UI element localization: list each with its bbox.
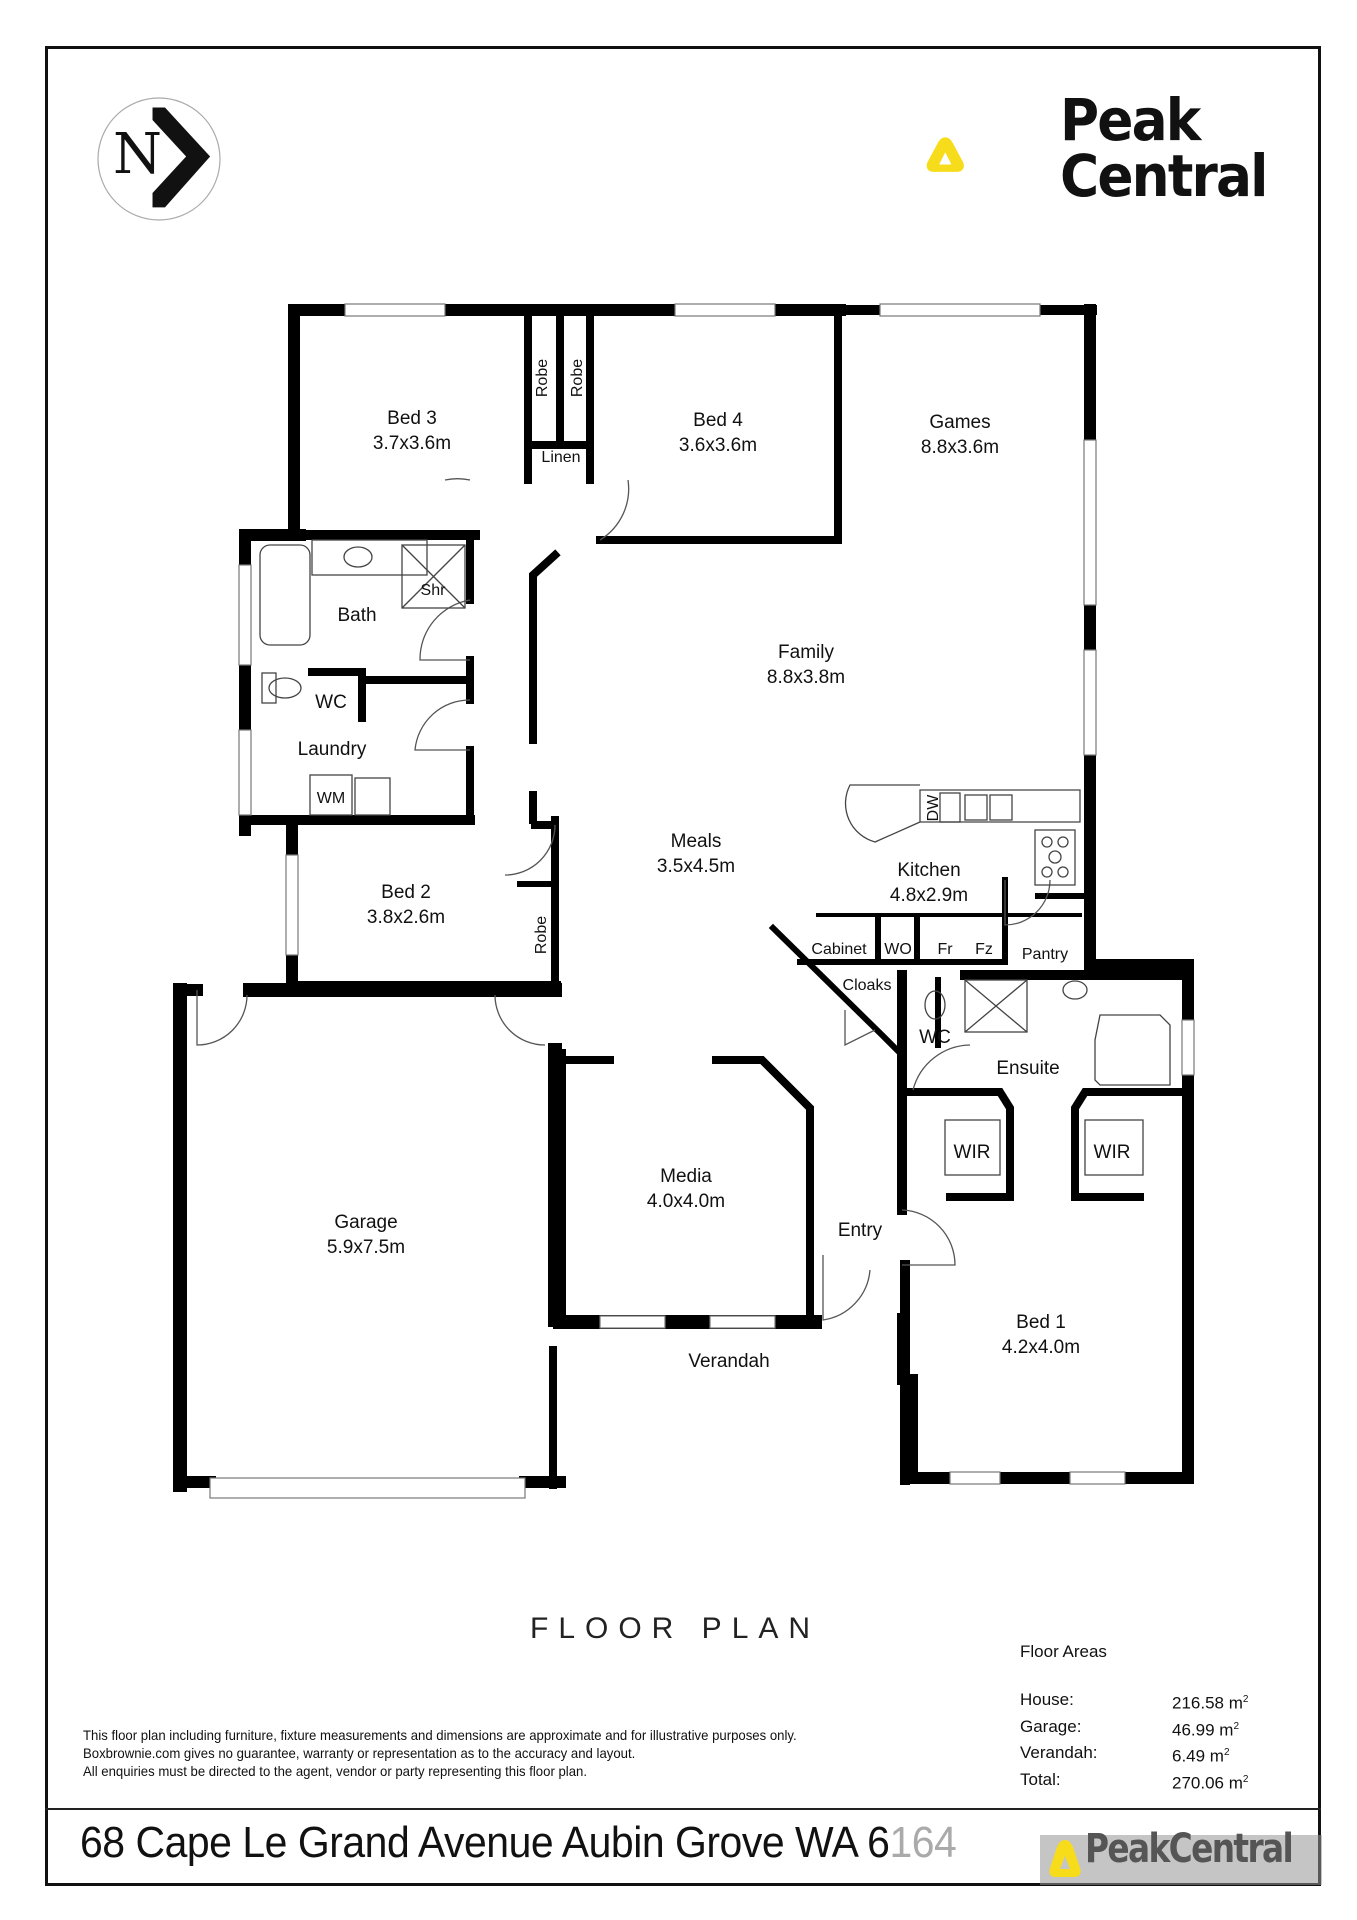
address-bar xyxy=(45,1808,1321,1886)
peak-central-logo-icon xyxy=(926,137,964,172)
room-wall-oven: WO xyxy=(884,941,912,958)
room-wc: WC xyxy=(315,692,347,713)
washing-machine-label: WM xyxy=(316,790,346,807)
room-size: 4.2x4.0m xyxy=(1001,1337,1081,1358)
room-size: 3.7x3.6m xyxy=(372,433,452,454)
fridge-label: Fr xyxy=(937,941,953,958)
disclaimer: This floor plan including furniture, fix… xyxy=(83,1726,797,1780)
room-meals: Meals 3.5x4.5m xyxy=(657,829,735,879)
area-label: House: xyxy=(1020,1690,1074,1709)
room-games: Games 8.8x3.6m xyxy=(921,410,999,460)
area-row-garage: Garage: 46.99 m2 xyxy=(1020,1715,1248,1742)
dishwasher-label: DW xyxy=(925,794,942,822)
area-value: 46.99 m2 xyxy=(1172,1720,1239,1740)
room-name: Family xyxy=(778,642,834,663)
room-name: Bed 2 xyxy=(381,882,431,903)
room-name: Meals xyxy=(670,831,722,852)
room-size: 3.5x4.5m xyxy=(656,856,736,877)
room-garage: Garage 5.9x7.5m xyxy=(327,1210,405,1260)
room-name: Garage xyxy=(334,1212,398,1233)
area-row-verandah: Verandah: 6.49 m2 xyxy=(1020,1741,1248,1768)
room-pantry: Pantry xyxy=(1021,946,1069,963)
room-bath: Bath xyxy=(337,605,377,626)
room-name: Bed 1 xyxy=(1016,1312,1066,1333)
room-size: 8.8x3.6m xyxy=(920,437,1000,458)
page-frame xyxy=(45,46,1321,1886)
area-value: 270.06 m2 xyxy=(1172,1773,1249,1793)
property-address: 68 Cape Le Grand Avenue Aubin Grove WA 6… xyxy=(80,1818,957,1868)
brand-line-1: Peak xyxy=(1060,86,1201,154)
brand-name: Peak Central xyxy=(1060,86,1268,210)
room-wir-right: WIR xyxy=(1093,1142,1131,1163)
room-bed2: Bed 2 3.8x2.6m xyxy=(367,880,445,930)
room-bed4: Bed 4 3.6x3.6m xyxy=(679,408,757,458)
disclaimer-line: Boxbrownie.com gives no guarantee, warra… xyxy=(83,1745,636,1761)
area-label: Total: xyxy=(1020,1769,1061,1789)
watermark-band xyxy=(1040,1835,1322,1885)
address-text: 68 Cape Le Grand Avenue Aubin Grove WA 6 xyxy=(80,1818,890,1867)
freezer-label: Fz xyxy=(975,941,993,958)
compass-letter: N xyxy=(113,122,162,187)
floor-areas-heading: Floor Areas xyxy=(1020,1642,1107,1661)
room-bed1: Bed 1 4.2x4.0m xyxy=(1002,1310,1080,1360)
room-size: 4.0x4.0m xyxy=(646,1191,726,1212)
address-text-faded: 164 xyxy=(889,1818,957,1867)
area-label: Verandah: xyxy=(1020,1743,1098,1763)
room-robe-bed3: Robe xyxy=(534,358,551,398)
room-size: 3.6x3.6m xyxy=(678,435,758,456)
watermark-logo-icon xyxy=(1049,1840,1081,1877)
room-linen: Linen xyxy=(541,449,581,466)
north-compass-icon xyxy=(97,97,221,221)
room-name: Bed 3 xyxy=(387,408,437,429)
floor-plan-title: FLOOR PLAN xyxy=(530,1612,821,1645)
room-verandah: Verandah xyxy=(688,1351,770,1372)
room-media: Media 4.0x4.0m xyxy=(647,1164,725,1214)
area-value: 6.49 m2 xyxy=(1172,1746,1230,1766)
room-kitchen: Kitchen 4.8x2.9m xyxy=(890,858,968,908)
room-entry: Entry xyxy=(837,1220,883,1241)
area-row-house: House: 216.58 m2 xyxy=(1020,1688,1248,1715)
room-name: Media xyxy=(660,1166,712,1187)
room-ensuite-wc: WC xyxy=(919,1027,951,1048)
brand-line-2: Central xyxy=(1060,142,1268,210)
disclaimer-line: All enquiries must be directed to the ag… xyxy=(83,1763,588,1779)
floor-areas-table: Floor Areas House: 216.58 m2 Garage: 46.… xyxy=(1020,1642,1248,1795)
area-value: 216.58 m2 xyxy=(1172,1693,1249,1713)
room-size: 4.8x2.9m xyxy=(889,885,969,906)
room-laundry: Laundry xyxy=(297,739,367,760)
room-name: Kitchen xyxy=(897,860,961,881)
room-name: Bed 4 xyxy=(693,410,743,431)
room-cloaks: Cloaks xyxy=(842,977,892,994)
room-robe-bed4: Robe xyxy=(569,358,586,398)
room-size: 5.9x7.5m xyxy=(326,1237,406,1258)
room-shower: Shr xyxy=(420,582,446,599)
area-row-total: Total: 270.06 m2 xyxy=(1020,1768,1248,1795)
room-bed3: Bed 3 3.7x3.6m xyxy=(373,406,451,456)
room-name: Games xyxy=(929,412,991,433)
room-robe-bed2: Robe xyxy=(533,915,550,955)
room-size: 8.8x3.8m xyxy=(766,667,846,688)
room-size: 3.8x2.6m xyxy=(366,907,446,928)
disclaimer-line: This floor plan including furniture, fix… xyxy=(83,1727,797,1743)
room-ensuite: Ensuite xyxy=(996,1058,1060,1079)
room-family: Family 8.8x3.8m xyxy=(767,640,845,690)
area-label: Garage: xyxy=(1020,1716,1082,1736)
room-cabinet: Cabinet xyxy=(811,941,867,958)
room-wir-left: WIR xyxy=(953,1142,991,1163)
watermark-text: PeakCentral xyxy=(1085,1826,1294,1872)
